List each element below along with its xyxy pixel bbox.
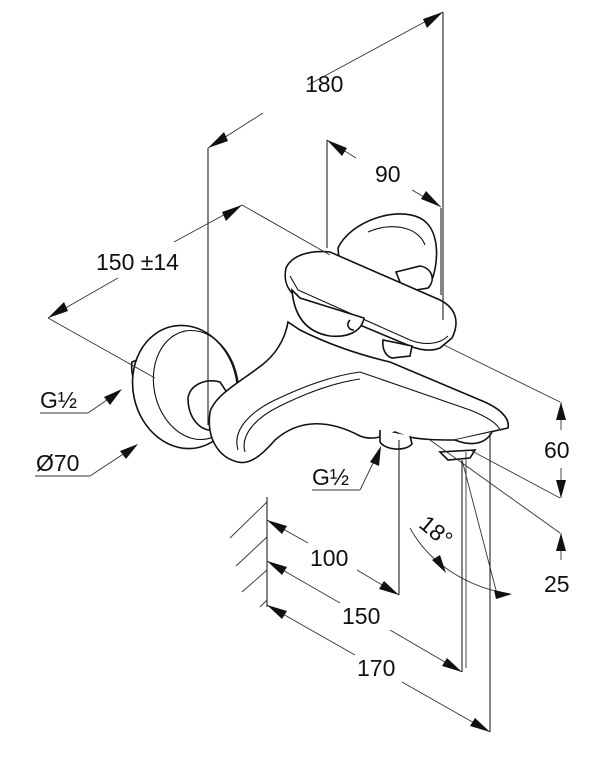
arrowhead xyxy=(421,191,441,207)
arrowhead xyxy=(556,402,566,420)
dim-label-rosette-diameter: Ø70 xyxy=(36,450,79,476)
dim-label-outlet-thread: G½ xyxy=(312,464,349,490)
dim-label-center-distance: 150 ±14 xyxy=(96,249,179,275)
arrowhead xyxy=(370,446,381,466)
arrowhead xyxy=(267,561,287,575)
outlet-stub xyxy=(379,430,413,450)
arrowhead xyxy=(267,605,287,619)
arrowhead xyxy=(442,658,462,672)
arrowhead xyxy=(470,718,490,732)
arrowhead xyxy=(556,480,566,498)
dim-label-projection-outlet: 100 xyxy=(310,545,348,571)
arrowhead xyxy=(222,205,242,221)
dim-label-projection-spout: 150 xyxy=(342,603,380,629)
arrowhead xyxy=(120,444,138,459)
faucet-body xyxy=(130,213,509,464)
arrowhead xyxy=(556,533,566,551)
dim-label-swivel-angle: 18° xyxy=(414,510,457,552)
dim-label-spout-height: 60 xyxy=(544,437,570,463)
arrowhead xyxy=(327,140,347,156)
arrowhead xyxy=(423,12,443,28)
arrowhead xyxy=(104,389,122,405)
dim-label-inlet-thread: G½ xyxy=(40,387,77,413)
arrowhead xyxy=(379,581,399,595)
dim-label-handle-offset: 90 xyxy=(375,161,401,187)
arrowhead xyxy=(267,520,287,534)
dimension-lines xyxy=(35,11,566,733)
arrowhead xyxy=(48,302,68,318)
mixer-housing xyxy=(208,320,509,464)
arrowhead xyxy=(494,590,512,599)
wall-hatch xyxy=(229,497,268,608)
handle-lever xyxy=(284,250,457,359)
dim-label-overall-width: 180 xyxy=(305,71,343,97)
dim-label-projection-total: 170 xyxy=(357,655,395,681)
arrowhead xyxy=(208,132,228,148)
arrowhead xyxy=(432,555,446,573)
dim-label-spout-clearance: 25 xyxy=(544,571,570,597)
